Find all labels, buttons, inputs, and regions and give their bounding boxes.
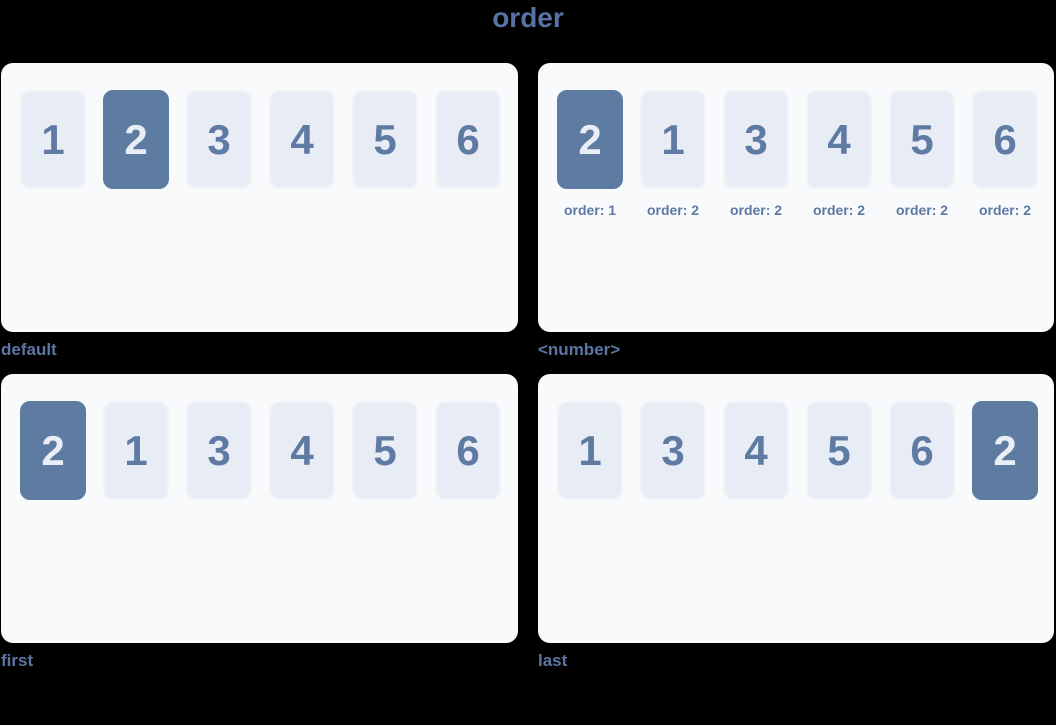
flex-item: 2 order: 1 bbox=[557, 90, 623, 217]
flex-box-highlighted: 2 bbox=[20, 401, 86, 500]
flex-box: 6 bbox=[889, 401, 955, 500]
panel-label-default: default bbox=[1, 340, 57, 359]
flex-box: 4 bbox=[269, 401, 335, 500]
flex-item: 5 order: 2 bbox=[889, 90, 955, 217]
order-value-label: order: 2 bbox=[729, 202, 783, 218]
panel-group-number: 2 order: 1 1 order: 2 3 order: 2 4 order: 2 5 ord… bbox=[538, 63, 1054, 358]
flex-item: 3 bbox=[186, 90, 252, 189]
flex-box: 4 bbox=[723, 401, 789, 500]
panel-number: 2 order: 1 1 order: 2 3 order: 2 4 order: 2 5 ord… bbox=[538, 63, 1054, 332]
flex-box: 1 bbox=[20, 90, 86, 189]
flex-box: 1 bbox=[103, 401, 169, 500]
flex-box: 3 bbox=[723, 90, 789, 189]
flex-row: 2 order: 1 1 order: 2 3 order: 2 4 order: 2 5 ord… bbox=[557, 90, 1054, 217]
flex-box: 5 bbox=[352, 90, 418, 189]
flex-box: 6 bbox=[435, 401, 501, 500]
flex-item: 2 bbox=[103, 90, 169, 189]
flex-item: 5 bbox=[806, 401, 872, 500]
flex-box: 4 bbox=[806, 90, 872, 189]
panel-label-number: <number> bbox=[538, 340, 621, 359]
flex-item: 1 bbox=[20, 90, 86, 189]
flex-item: 4 bbox=[269, 90, 335, 189]
flex-item: 5 bbox=[352, 90, 418, 189]
panel-label-last: last bbox=[538, 651, 568, 670]
flex-box: 1 bbox=[557, 401, 623, 500]
flex-box: 6 bbox=[972, 90, 1038, 189]
order-value-label: order: 1 bbox=[563, 202, 617, 218]
flex-item: 3 bbox=[186, 401, 252, 500]
flex-box: 5 bbox=[806, 401, 872, 500]
flex-item: 4 bbox=[269, 401, 335, 500]
flex-box-highlighted: 2 bbox=[972, 401, 1038, 500]
flex-item: 6 order: 2 bbox=[972, 90, 1038, 217]
flex-item: 6 bbox=[889, 401, 955, 500]
flex-item: 5 bbox=[352, 401, 418, 500]
flex-box: 5 bbox=[889, 90, 955, 189]
order-value-label: order: 2 bbox=[646, 202, 700, 218]
order-value-label: order: 2 bbox=[978, 202, 1032, 218]
order-value-label: order: 2 bbox=[812, 202, 866, 218]
panel-label-first: first bbox=[1, 651, 34, 670]
flex-item: 2 bbox=[972, 401, 1038, 500]
flex-item: 6 bbox=[435, 90, 501, 189]
flex-item: 4 order: 2 bbox=[806, 90, 872, 217]
flex-box: 4 bbox=[269, 90, 335, 189]
flex-box: 3 bbox=[186, 90, 252, 189]
flex-item: 4 bbox=[723, 401, 789, 500]
flex-item: 1 bbox=[557, 401, 623, 500]
flex-item: 6 bbox=[435, 401, 501, 500]
flex-item: 3 order: 2 bbox=[723, 90, 789, 217]
flex-item: 2 bbox=[20, 401, 86, 500]
flex-box: 5 bbox=[352, 401, 418, 500]
flex-box: 3 bbox=[186, 401, 252, 500]
flex-item: 1 bbox=[103, 401, 169, 500]
flex-box: 3 bbox=[640, 401, 706, 500]
order-value-label: order: 2 bbox=[895, 202, 949, 218]
flex-box: 6 bbox=[435, 90, 501, 189]
flex-item: 3 bbox=[640, 401, 706, 500]
flex-box: 1 bbox=[640, 90, 706, 189]
page-title: order bbox=[492, 2, 564, 33]
flex-box-highlighted: 2 bbox=[557, 90, 623, 189]
flex-item: 1 order: 2 bbox=[640, 90, 706, 217]
flex-box-highlighted: 2 bbox=[103, 90, 169, 189]
